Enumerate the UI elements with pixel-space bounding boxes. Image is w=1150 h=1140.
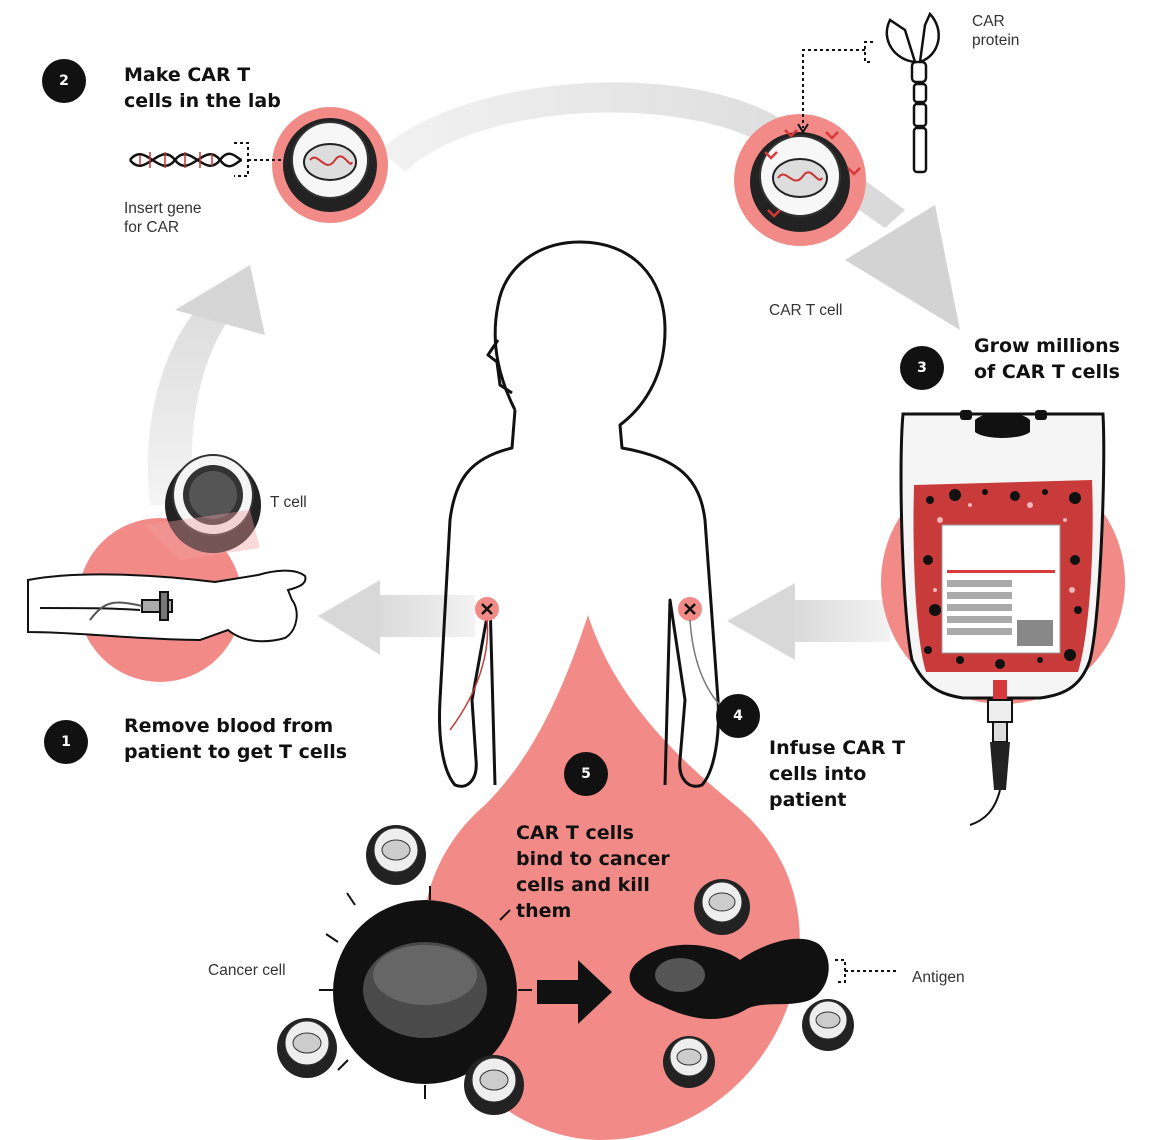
car-t-small-2 xyxy=(277,1018,337,1078)
step-4-title-line: patient xyxy=(769,787,905,813)
top-arc-arrow xyxy=(380,82,960,330)
car-protein-label: CAR protein xyxy=(972,12,1019,50)
car-protein-label-line: protein xyxy=(972,31,1019,50)
car-t-small-5 xyxy=(802,999,854,1051)
step-2-title: Make CAR T cells in the lab xyxy=(124,62,281,114)
step-1-badge: 1 xyxy=(44,720,88,764)
step-3-title-line: Grow millions xyxy=(974,333,1120,359)
step-1-title-line: patient to get T cells xyxy=(124,739,347,765)
arrow-bag-to-body xyxy=(727,583,890,660)
step-5-title-line: them xyxy=(516,898,670,924)
step-5-title: CAR T cells bind to cancer cells and kil… xyxy=(516,820,670,924)
arm-iv-icon xyxy=(28,571,305,642)
step-1-title: Remove blood from patient to get T cells xyxy=(124,713,347,765)
step-4-badge: 4 xyxy=(716,694,760,738)
t-cell-icon xyxy=(283,118,377,212)
step-2-title-line: cells in the lab xyxy=(124,88,281,114)
step-4-title-line: cells into xyxy=(769,761,905,787)
iv-bag-icon xyxy=(901,410,1104,825)
antigen-label: Antigen xyxy=(912,968,965,987)
step-4-title-line: Infuse CAR T xyxy=(769,735,905,761)
arrow-body-to-arm xyxy=(318,580,475,655)
cancer-cell-label: Cancer cell xyxy=(208,961,286,980)
step-2-title-line: Make CAR T xyxy=(124,62,281,88)
step-5-title-line: CAR T cells xyxy=(516,820,670,846)
step-3-title-line: of CAR T cells xyxy=(974,359,1120,385)
insert-gene-label: Insert gene for CAR xyxy=(124,199,202,237)
step-3-badge: 3 xyxy=(900,346,944,390)
insert-gene-label-line: for CAR xyxy=(124,218,202,237)
step-5-badge: 5 xyxy=(564,752,608,796)
insert-gene-label-line: Insert gene xyxy=(124,199,202,218)
car-protein-label-line: CAR xyxy=(972,12,1019,31)
car-t-cell-label: CAR T cell xyxy=(769,301,843,320)
step-3-title: Grow millions of CAR T cells xyxy=(974,333,1120,385)
step-2-badge: 2 xyxy=(42,59,86,103)
car-t-small-1 xyxy=(366,825,426,885)
step-1-title-line: Remove blood from xyxy=(124,713,347,739)
car-t-small-4 xyxy=(694,879,750,935)
t-cell-label: T cell xyxy=(270,493,307,512)
car-t-small-6 xyxy=(663,1036,715,1088)
step-5-title-line: cells and kill xyxy=(516,872,670,898)
dna-helix-icon xyxy=(130,143,296,176)
step-4-title: Infuse CAR T cells into patient xyxy=(769,735,905,813)
car-t-small-3 xyxy=(464,1055,524,1115)
step-5-title-line: bind to cancer xyxy=(516,846,670,872)
